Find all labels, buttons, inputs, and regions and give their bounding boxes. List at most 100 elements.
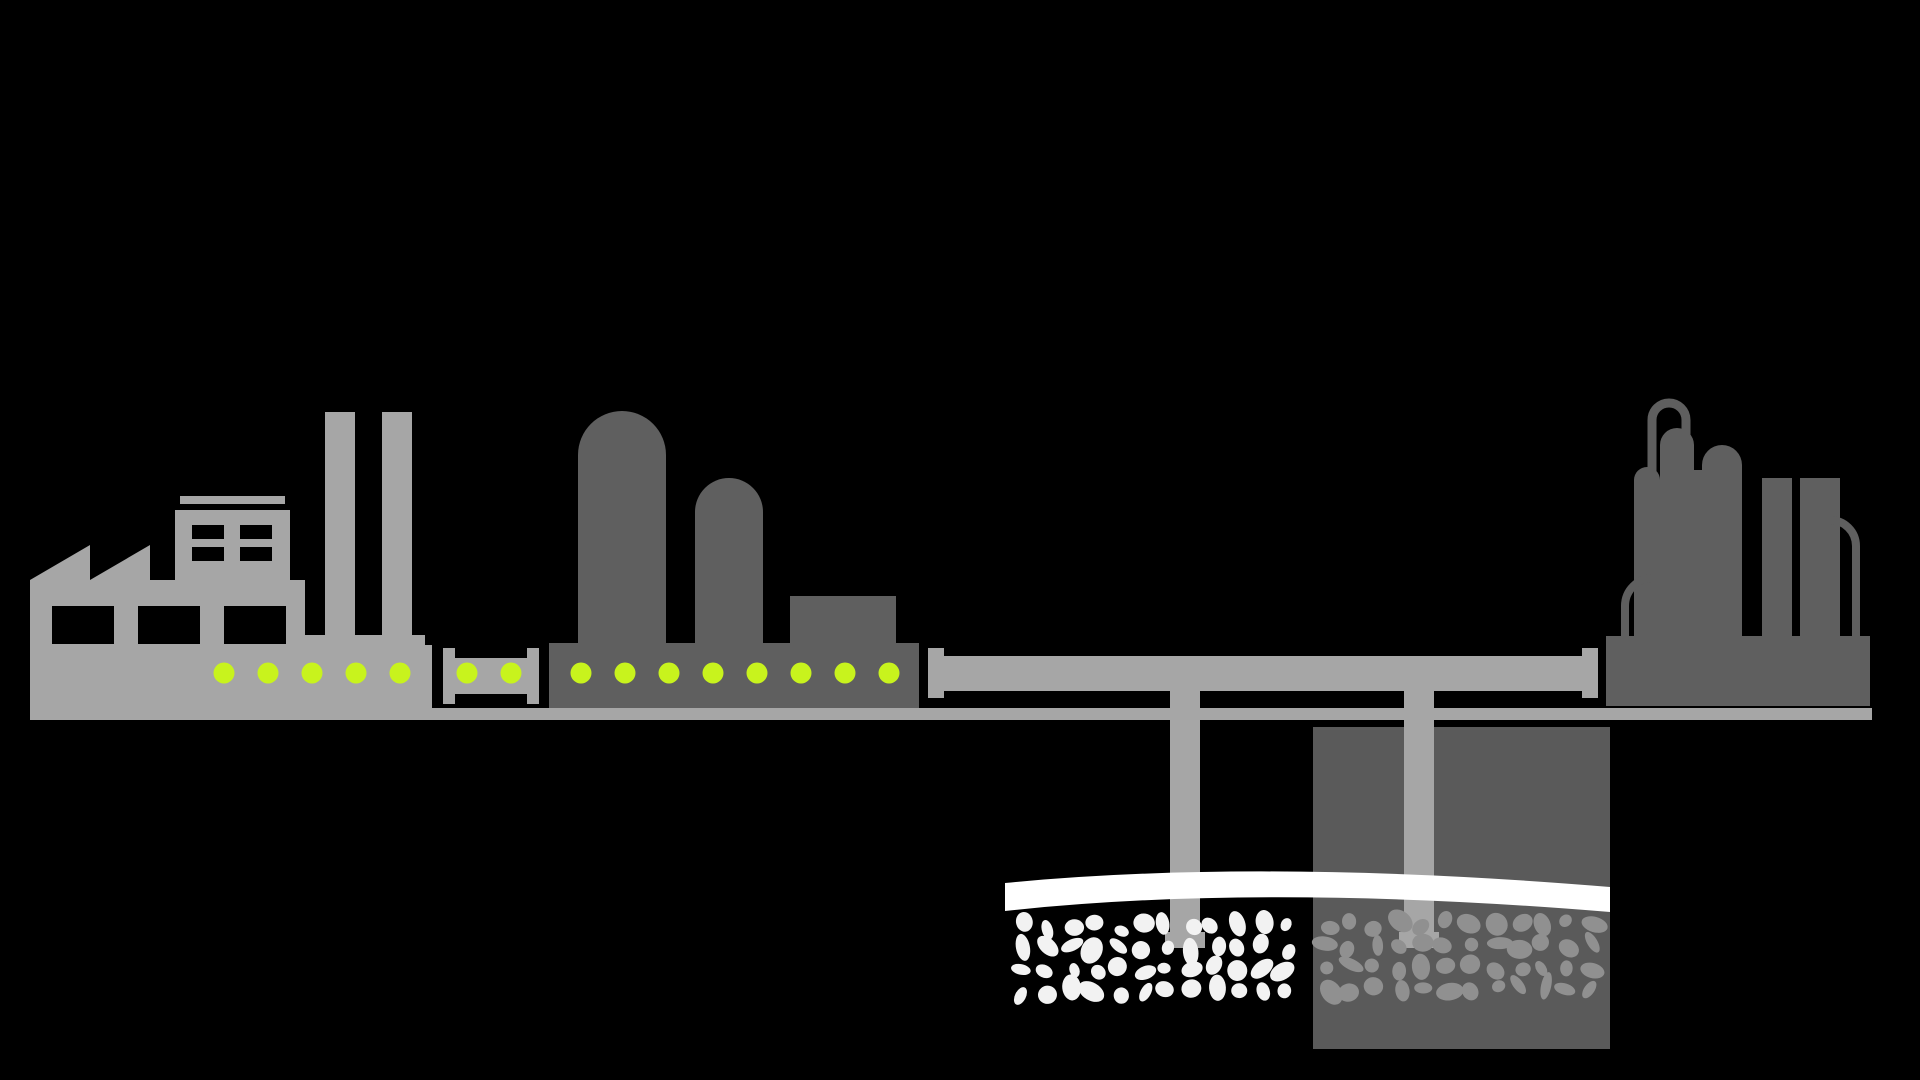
rock-grain	[1181, 961, 1203, 978]
co2-dot	[834, 662, 856, 684]
co2-dot	[570, 662, 592, 684]
rock-grain	[1157, 962, 1171, 974]
rock-grain	[1107, 957, 1127, 977]
rock-grain	[1212, 936, 1227, 957]
rock-grain	[1320, 920, 1340, 936]
rock-grain	[1015, 911, 1033, 932]
capture-unit	[549, 411, 919, 709]
refinery-pipe	[1829, 516, 1860, 636]
rock-grain	[1277, 983, 1292, 999]
rock-grain	[1411, 953, 1431, 980]
rock-grain	[1155, 912, 1170, 935]
co2-dot	[257, 662, 279, 684]
rock-grain	[1013, 987, 1027, 1005]
co2-flow	[213, 662, 900, 684]
rock-grain	[1227, 960, 1248, 981]
pipe-flange	[1582, 648, 1598, 698]
rock-grain	[1282, 944, 1296, 960]
rock-grain	[1492, 980, 1506, 993]
factory-window	[52, 606, 114, 644]
rock-grain	[1372, 935, 1384, 956]
rock-grain	[1270, 961, 1295, 982]
pipe-branch-left	[1170, 688, 1200, 940]
pipe-flange	[527, 648, 539, 704]
rock-grain	[1201, 917, 1218, 934]
rock-grain	[1231, 983, 1248, 999]
rock-grain	[1085, 914, 1104, 931]
rock-grain	[1319, 979, 1343, 1005]
co2-dot	[878, 662, 900, 684]
rock-grain	[1256, 982, 1271, 1001]
rock-grain	[1280, 918, 1292, 932]
rock-grain	[1041, 920, 1054, 940]
rock-grain	[1540, 972, 1552, 1000]
rock-grain	[1011, 963, 1031, 976]
refinery	[1606, 398, 1870, 706]
factory-window	[224, 606, 286, 644]
rock-layer-right	[1311, 909, 1608, 1005]
rock-grain	[1037, 985, 1057, 1004]
co2-dot	[213, 662, 235, 684]
rock-grain	[1464, 937, 1479, 952]
co2-dot	[614, 662, 636, 684]
rock-grain	[1114, 925, 1129, 937]
rock-grain	[1131, 941, 1151, 960]
pipeline-main	[938, 656, 1588, 691]
rock-grain	[1559, 914, 1572, 927]
rock-grain	[1035, 964, 1053, 979]
ground-line	[30, 708, 1872, 720]
rock-grain	[1533, 913, 1552, 937]
rock-grain	[1139, 982, 1153, 1002]
rock-grain	[1338, 956, 1364, 973]
rock-grain	[1080, 937, 1103, 964]
rock-grain	[1391, 939, 1407, 954]
rock-grain	[1186, 918, 1203, 936]
rock-grain	[1155, 981, 1174, 998]
rock-grain	[1255, 910, 1274, 935]
co2-dot	[345, 662, 367, 684]
refinery-pipe	[1621, 574, 1654, 636]
rock-grain	[1311, 936, 1338, 951]
capture-building	[790, 596, 896, 648]
rock-grain	[1109, 938, 1128, 954]
capture-base	[549, 643, 919, 709]
rock-grain	[1486, 937, 1513, 950]
rock-grain	[1182, 937, 1199, 966]
rock-grain	[1388, 909, 1413, 933]
pipe-flange	[443, 648, 455, 704]
factory-icon	[30, 412, 432, 712]
factory-window	[138, 606, 200, 644]
rock-grain	[1581, 916, 1608, 933]
co2-dot	[658, 662, 680, 684]
rock-grain	[1437, 911, 1453, 929]
rock-grain	[1392, 961, 1407, 981]
rock-grain	[1512, 913, 1533, 932]
rock-grain	[1531, 933, 1549, 951]
geology	[1005, 871, 1610, 1005]
rock-layer-left	[1011, 910, 1296, 1005]
rock-grain	[1229, 938, 1245, 957]
storage-tank-short	[695, 478, 763, 646]
transport-pipeline	[928, 648, 1598, 948]
rock-grain	[1395, 980, 1410, 1002]
rock-grain	[1580, 962, 1605, 979]
rock-grain	[1015, 933, 1031, 961]
rock-grain	[1113, 987, 1129, 1004]
rock-grain	[1062, 974, 1081, 1001]
rock-grain	[1486, 962, 1505, 980]
co2-dot	[500, 662, 522, 684]
rock-grain	[1363, 977, 1384, 996]
rock-grain	[1412, 918, 1430, 936]
rock-grain	[1461, 982, 1479, 1001]
rock-grain	[1412, 933, 1434, 952]
storage-tank-tall	[578, 411, 666, 646]
rock-grain	[1554, 982, 1576, 996]
rock-grain	[1078, 981, 1105, 1002]
rock-grain	[1456, 913, 1481, 934]
factory-roof-rail	[180, 496, 285, 504]
office-window	[240, 547, 272, 561]
refinery-icon	[1606, 428, 1870, 706]
rock-grain	[1338, 983, 1360, 1002]
rock-grain	[1558, 939, 1579, 958]
rock-grain	[1582, 980, 1597, 999]
